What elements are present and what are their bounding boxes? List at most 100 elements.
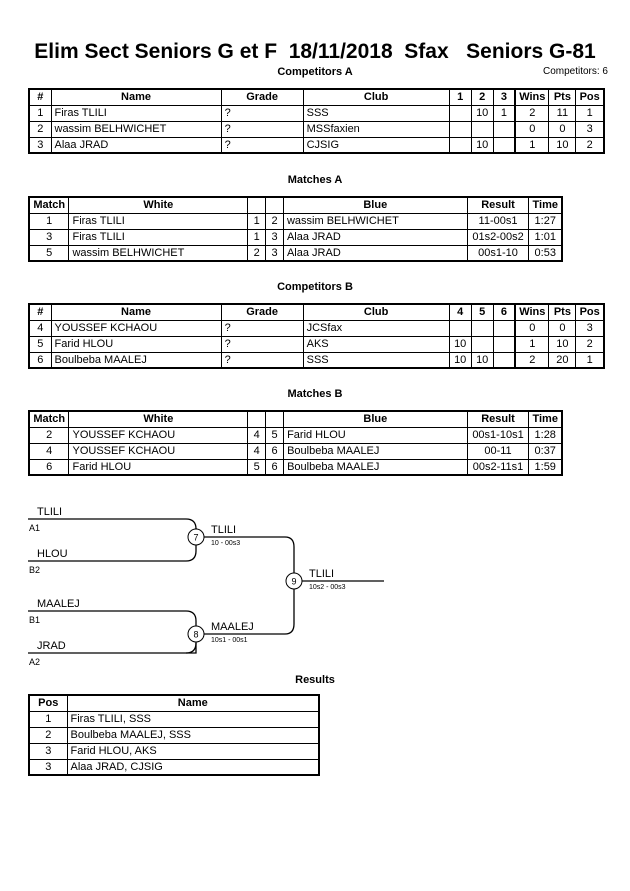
cell-time: 1:59 (528, 458, 563, 476)
cell-grade: ? (220, 136, 304, 154)
cell-club: SSS (302, 351, 450, 369)
cell-white-num: 2 (247, 244, 267, 262)
competitors-b-table: # Name Grade Club 4 5 6 Wins Pts Pos 4 Y… (28, 303, 605, 369)
col-wins: Wins (514, 303, 550, 321)
bracket-entry-name: JRAD (37, 640, 66, 652)
cell-blue: Boulbeba MAALEJ (283, 458, 468, 476)
cell-time: 1:01 (528, 228, 563, 246)
table-row: 3 Farid HLOU, AKS (28, 742, 320, 760)
cell-pos: 2 (575, 335, 605, 353)
cell-pts: 0 (548, 120, 577, 138)
cell-match-3: 1 (492, 104, 516, 122)
cell-pos: 1 (28, 710, 68, 728)
col-match-3: 3 (492, 88, 516, 106)
cell-match-6 (492, 335, 516, 353)
cell-pos: 3 (28, 758, 68, 776)
bracket-node-score: 10 - 00s3 (211, 540, 240, 547)
cell-blue-num: 3 (265, 244, 284, 262)
col-result: Result (466, 410, 530, 428)
cell-pts: 0 (548, 319, 577, 337)
table-row: 3 Alaa JRAD ? CJSIG 10 1 10 2 (28, 136, 605, 154)
cell-match: 1 (28, 212, 70, 230)
section-heading-results: Results (295, 674, 335, 686)
competitors-a-table: # Name Grade Club 1 2 3 Wins Pts Pos 1 F… (28, 88, 605, 154)
competitors-count: Competitors: 6 (542, 66, 608, 77)
table-row: 3 Alaa JRAD, CJSIG (28, 758, 320, 776)
cell-pos: 3 (28, 742, 68, 760)
cell-blue-num: 6 (265, 442, 285, 460)
cell-match-5 (470, 335, 494, 353)
cell-match: 3 (28, 228, 70, 246)
cell-white: Farid HLOU (68, 458, 249, 476)
cell-pos: 1 (575, 104, 605, 122)
cell-club: MSSfaxien (302, 120, 450, 138)
cell-blue-num: 5 (265, 426, 285, 444)
cell-name: wassim BELHWICHET (50, 120, 222, 138)
table-header-row: Match White Blue Result Time (28, 410, 563, 428)
bracket-connector (204, 536, 295, 573)
cell-match-2: 10 (470, 136, 494, 154)
cell-match-4: 10 (448, 351, 472, 369)
cell-white: Firas TLILI (68, 212, 249, 230)
matches-b-table: Match White Blue Result Time 2 YOUSSEF K… (28, 410, 563, 476)
cell-white: YOUSSEF KCHAOU (68, 442, 249, 460)
cell-pos: 2 (28, 726, 68, 744)
table-row: 1 Firas TLILI ? SSS 10 1 2 11 1 (28, 104, 605, 122)
col-grade: Grade (220, 88, 304, 106)
bracket-node-number: 7 (193, 533, 198, 543)
cell-wins: 0 (514, 120, 550, 138)
cell-time: 0:53 (528, 244, 563, 262)
cell-club: SSS (302, 104, 450, 122)
table-row: 5 wassim BELHWICHET 2 3 Alaa JRAD 00s1-1… (28, 244, 563, 262)
cell-blue: Alaa JRAD (282, 228, 468, 246)
bracket-node-number: 9 (291, 577, 296, 587)
cell-pos: 1 (575, 351, 605, 369)
cell-grade: ? (220, 335, 304, 353)
cell-pts: 20 (548, 351, 577, 369)
cell-match: 5 (28, 244, 70, 262)
table-header-row: # Name Grade Club 4 5 6 Wins Pts Pos (28, 303, 605, 321)
cell-match-1 (448, 136, 472, 154)
cell-match-6 (492, 319, 516, 337)
col-white: White (68, 196, 249, 214)
cell-number: 1 (28, 104, 52, 122)
col-blue-num (265, 410, 285, 428)
cell-result: 00-11 (466, 442, 530, 460)
bracket-entry-name: HLOU (37, 548, 68, 560)
cell-white-num: 4 (247, 442, 267, 460)
table-row: 1 Firas TLILI, SSS (28, 710, 320, 728)
table-row: 2 wassim BELHWICHET ? MSSfaxien 0 0 3 (28, 120, 605, 138)
col-time: Time (528, 196, 563, 214)
col-club: Club (302, 88, 450, 106)
table-row: 6 Boulbeba MAALEJ ? SSS 10 10 2 20 1 (28, 351, 605, 369)
cell-number: 6 (28, 351, 52, 369)
bracket-node-score: 10s1 - 00s1 (211, 637, 248, 644)
cell-white-num: 1 (247, 228, 267, 246)
cell-blue: Farid HLOU (283, 426, 468, 444)
section-heading-matches-b: Matches B (287, 388, 343, 400)
col-white: White (68, 410, 249, 428)
cell-white: YOUSSEF KCHAOU (68, 426, 249, 444)
cell-result: 01s2-00s2 (466, 228, 530, 246)
cell-name: Firas TLILI, SSS (66, 710, 320, 728)
cell-pts: 11 (548, 104, 577, 122)
cell-match-3 (492, 136, 516, 154)
col-match-1: 1 (448, 88, 472, 106)
col-match: Match (28, 410, 70, 428)
col-number: # (28, 88, 52, 106)
bracket-node-score: 10s2 - 00s3 (309, 584, 346, 591)
cell-result: 00s1-10 (466, 244, 530, 262)
col-match-2: 2 (470, 88, 494, 106)
cell-white-num: 1 (247, 212, 267, 230)
cell-wins: 1 (514, 136, 550, 154)
cell-match-5: 10 (470, 351, 494, 369)
cell-result: 00s1-10s1 (466, 426, 530, 444)
table-row: 6 Farid HLOU 5 6 Boulbeba MAALEJ 00s2-11… (28, 458, 563, 476)
cell-white: wassim BELHWICHET (68, 244, 249, 262)
matches-a-table: Match White Blue Result Time 1 Firas TLI… (28, 196, 563, 262)
col-match: Match (28, 196, 70, 214)
cell-club: CJSIG (302, 136, 450, 154)
cell-white-num: 4 (247, 426, 267, 444)
cell-result: 11-00s1 (466, 212, 530, 230)
table-row: 4 YOUSSEF KCHAOU 4 6 Boulbeba MAALEJ 00-… (28, 442, 563, 460)
